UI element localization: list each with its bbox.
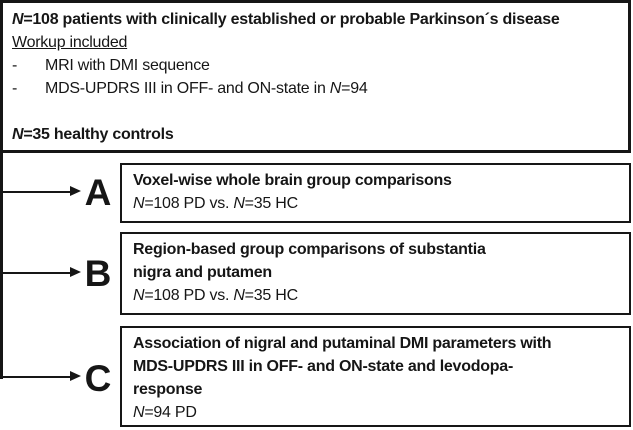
- arrowhead-icon: [70, 371, 81, 382]
- arrow-shaft: [2, 375, 71, 379]
- arrowhead-icon: [70, 186, 81, 197]
- connector-vertical-line: [0, 153, 3, 379]
- arrow-b-icon: [2, 267, 81, 278]
- arrow-shaft: [2, 190, 71, 194]
- arrowhead-icon: [70, 267, 81, 278]
- analysis-box-c: Association of nigral and putaminal DMI …: [120, 326, 631, 427]
- branch-label-c: C: [84, 358, 112, 399]
- analysis-box-a: Voxel-wise whole brain group comparisons…: [120, 163, 631, 223]
- branch-label-a: A: [84, 172, 112, 213]
- arrow-a-icon: [2, 186, 81, 197]
- arrow-shaft: [2, 271, 71, 275]
- cohort-box: N=108 patients with clinically establish…: [0, 0, 631, 153]
- analysis-box-b: Region-based group comparisons of substa…: [120, 232, 631, 315]
- arrow-c-icon: [2, 371, 81, 382]
- branch-label-b: B: [84, 253, 112, 294]
